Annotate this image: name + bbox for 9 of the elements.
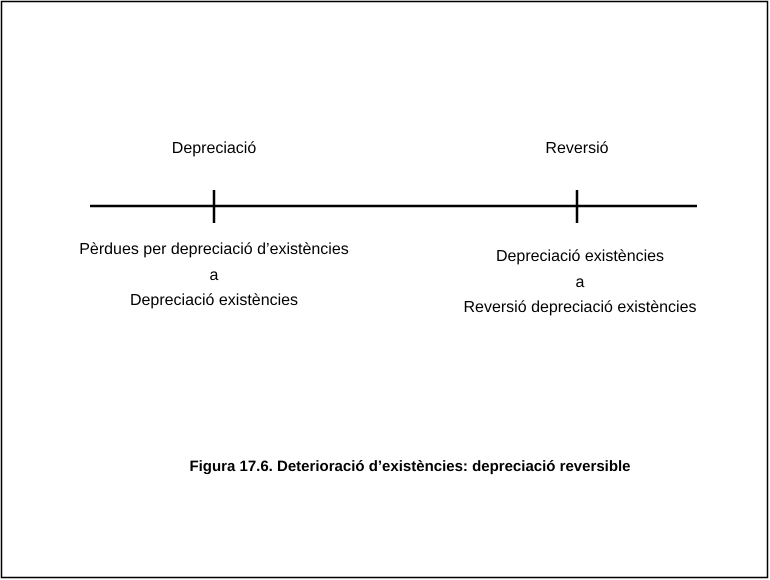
journal-entry-line: Reversió depreciació existències [464,299,696,317]
journal-entry-line: a [210,267,218,285]
event-label: Reversió [545,140,609,158]
journal-entry-line: Pèrdues per depreciació d’existències [79,241,349,259]
journal-entry-line: Depreciació existències [130,292,298,310]
event-label: Depreciació [172,140,256,158]
journal-entry-line: Depreciació existències [496,248,664,266]
journal-entry-line: a [576,274,584,292]
figure-caption: Figura 17.6. Deterioració d’existències: depreciació reversible [189,458,631,476]
